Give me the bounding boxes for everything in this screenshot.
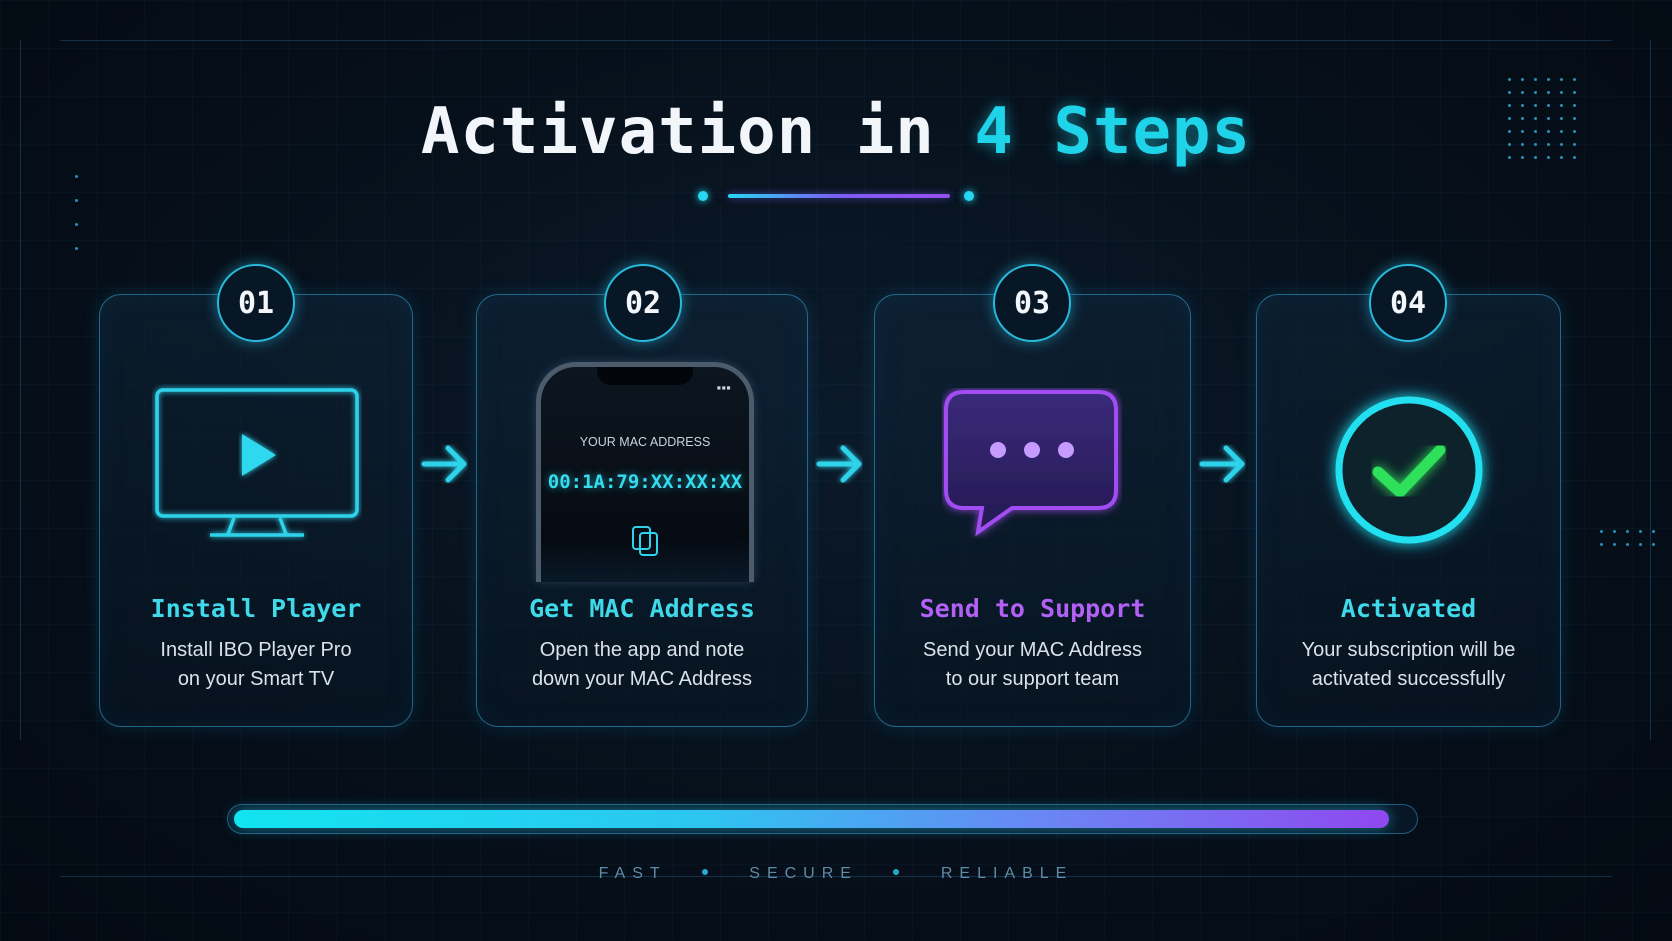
- page-title: Activation in 4 Steps: [0, 95, 1672, 169]
- decorative-dots-top-right: [1508, 78, 1588, 168]
- footer-separator-dot: [701, 869, 708, 876]
- check-circle-icon: [1317, 380, 1501, 560]
- arrow-right-icon: [421, 445, 467, 483]
- step-title-1: Install Player: [150, 594, 362, 623]
- footer-item-reliable: RELIABLE: [940, 865, 1074, 882]
- mac-address-label: YOUR MAC ADDRESS: [579, 435, 711, 449]
- arrow-right-icon: [1199, 445, 1245, 483]
- step-description-1-line1: Install IBO Player Pro: [160, 639, 352, 661]
- smartphone-icon: ▪▪▪ YOUR MAC ADDRESS 00:1A:79:XX:XX:XX: [536, 362, 754, 582]
- step-number-badge-2: 02: [604, 264, 682, 342]
- step-description-4: Your subscription will be activated succ…: [1256, 636, 1561, 694]
- step-title-3: Send to Support: [919, 594, 1146, 623]
- title-main: Activation in: [420, 95, 935, 169]
- tv-play-icon: [155, 388, 359, 537]
- step-number-badge-4: 04: [1369, 264, 1447, 342]
- phone-notch: [597, 367, 693, 385]
- footer-item-fast: FAST: [598, 865, 667, 882]
- frame-bottom-line: [60, 876, 1612, 877]
- footer-tagline: FAST SECURE RELIABLE: [0, 865, 1672, 883]
- progress-bar-fill: [234, 810, 1390, 828]
- title-underline: [698, 190, 974, 202]
- mac-address-value[interactable]: 00:1A:79:XX:XX:XX: [547, 471, 743, 493]
- step-description-2-line1: Open the app and note: [539, 639, 745, 661]
- step-description-3: Send your MAC Address to our support tea…: [874, 636, 1191, 694]
- step-description-4-line2: activated successfully: [1311, 668, 1506, 690]
- step-card-1: [99, 294, 413, 727]
- decorative-dots-right: [1600, 530, 1660, 560]
- step-card-3: [874, 294, 1191, 727]
- step-description-3-line2: to our support team: [945, 668, 1120, 690]
- step-number-badge-1: 01: [217, 264, 295, 342]
- step-title-2: Get MAC Address: [529, 594, 755, 623]
- progress-bar: [227, 804, 1418, 834]
- step-description-4-line1: Your subscription will be: [1301, 639, 1516, 661]
- step-description-2-line2: down your MAC Address: [531, 668, 753, 690]
- chat-bubble-icon: [944, 390, 1118, 537]
- decorative-dots-left: [75, 175, 85, 255]
- arrow-right-icon: [816, 445, 862, 483]
- phone-status-icons: ▪▪▪: [716, 383, 731, 392]
- footer-separator-dot: [893, 869, 900, 876]
- step-description-2: Open the app and note down your MAC Addr…: [476, 636, 808, 694]
- copy-icon[interactable]: [629, 523, 661, 557]
- frame-top-line: [60, 40, 1612, 41]
- step-number-badge-3: 03: [993, 264, 1071, 342]
- step-description-3-line1: Send your MAC Address: [923, 639, 1142, 661]
- frame-left-line: [20, 40, 21, 740]
- frame-right-line: [1650, 40, 1651, 740]
- step-description-1-line2: on your Smart TV: [177, 668, 335, 690]
- footer-item-secure: SECURE: [749, 865, 858, 882]
- step-description-1: Install IBO Player Pro on your Smart TV: [99, 636, 413, 694]
- step-title-4: Activated: [1340, 594, 1477, 623]
- title-accent: 4 Steps: [974, 95, 1252, 169]
